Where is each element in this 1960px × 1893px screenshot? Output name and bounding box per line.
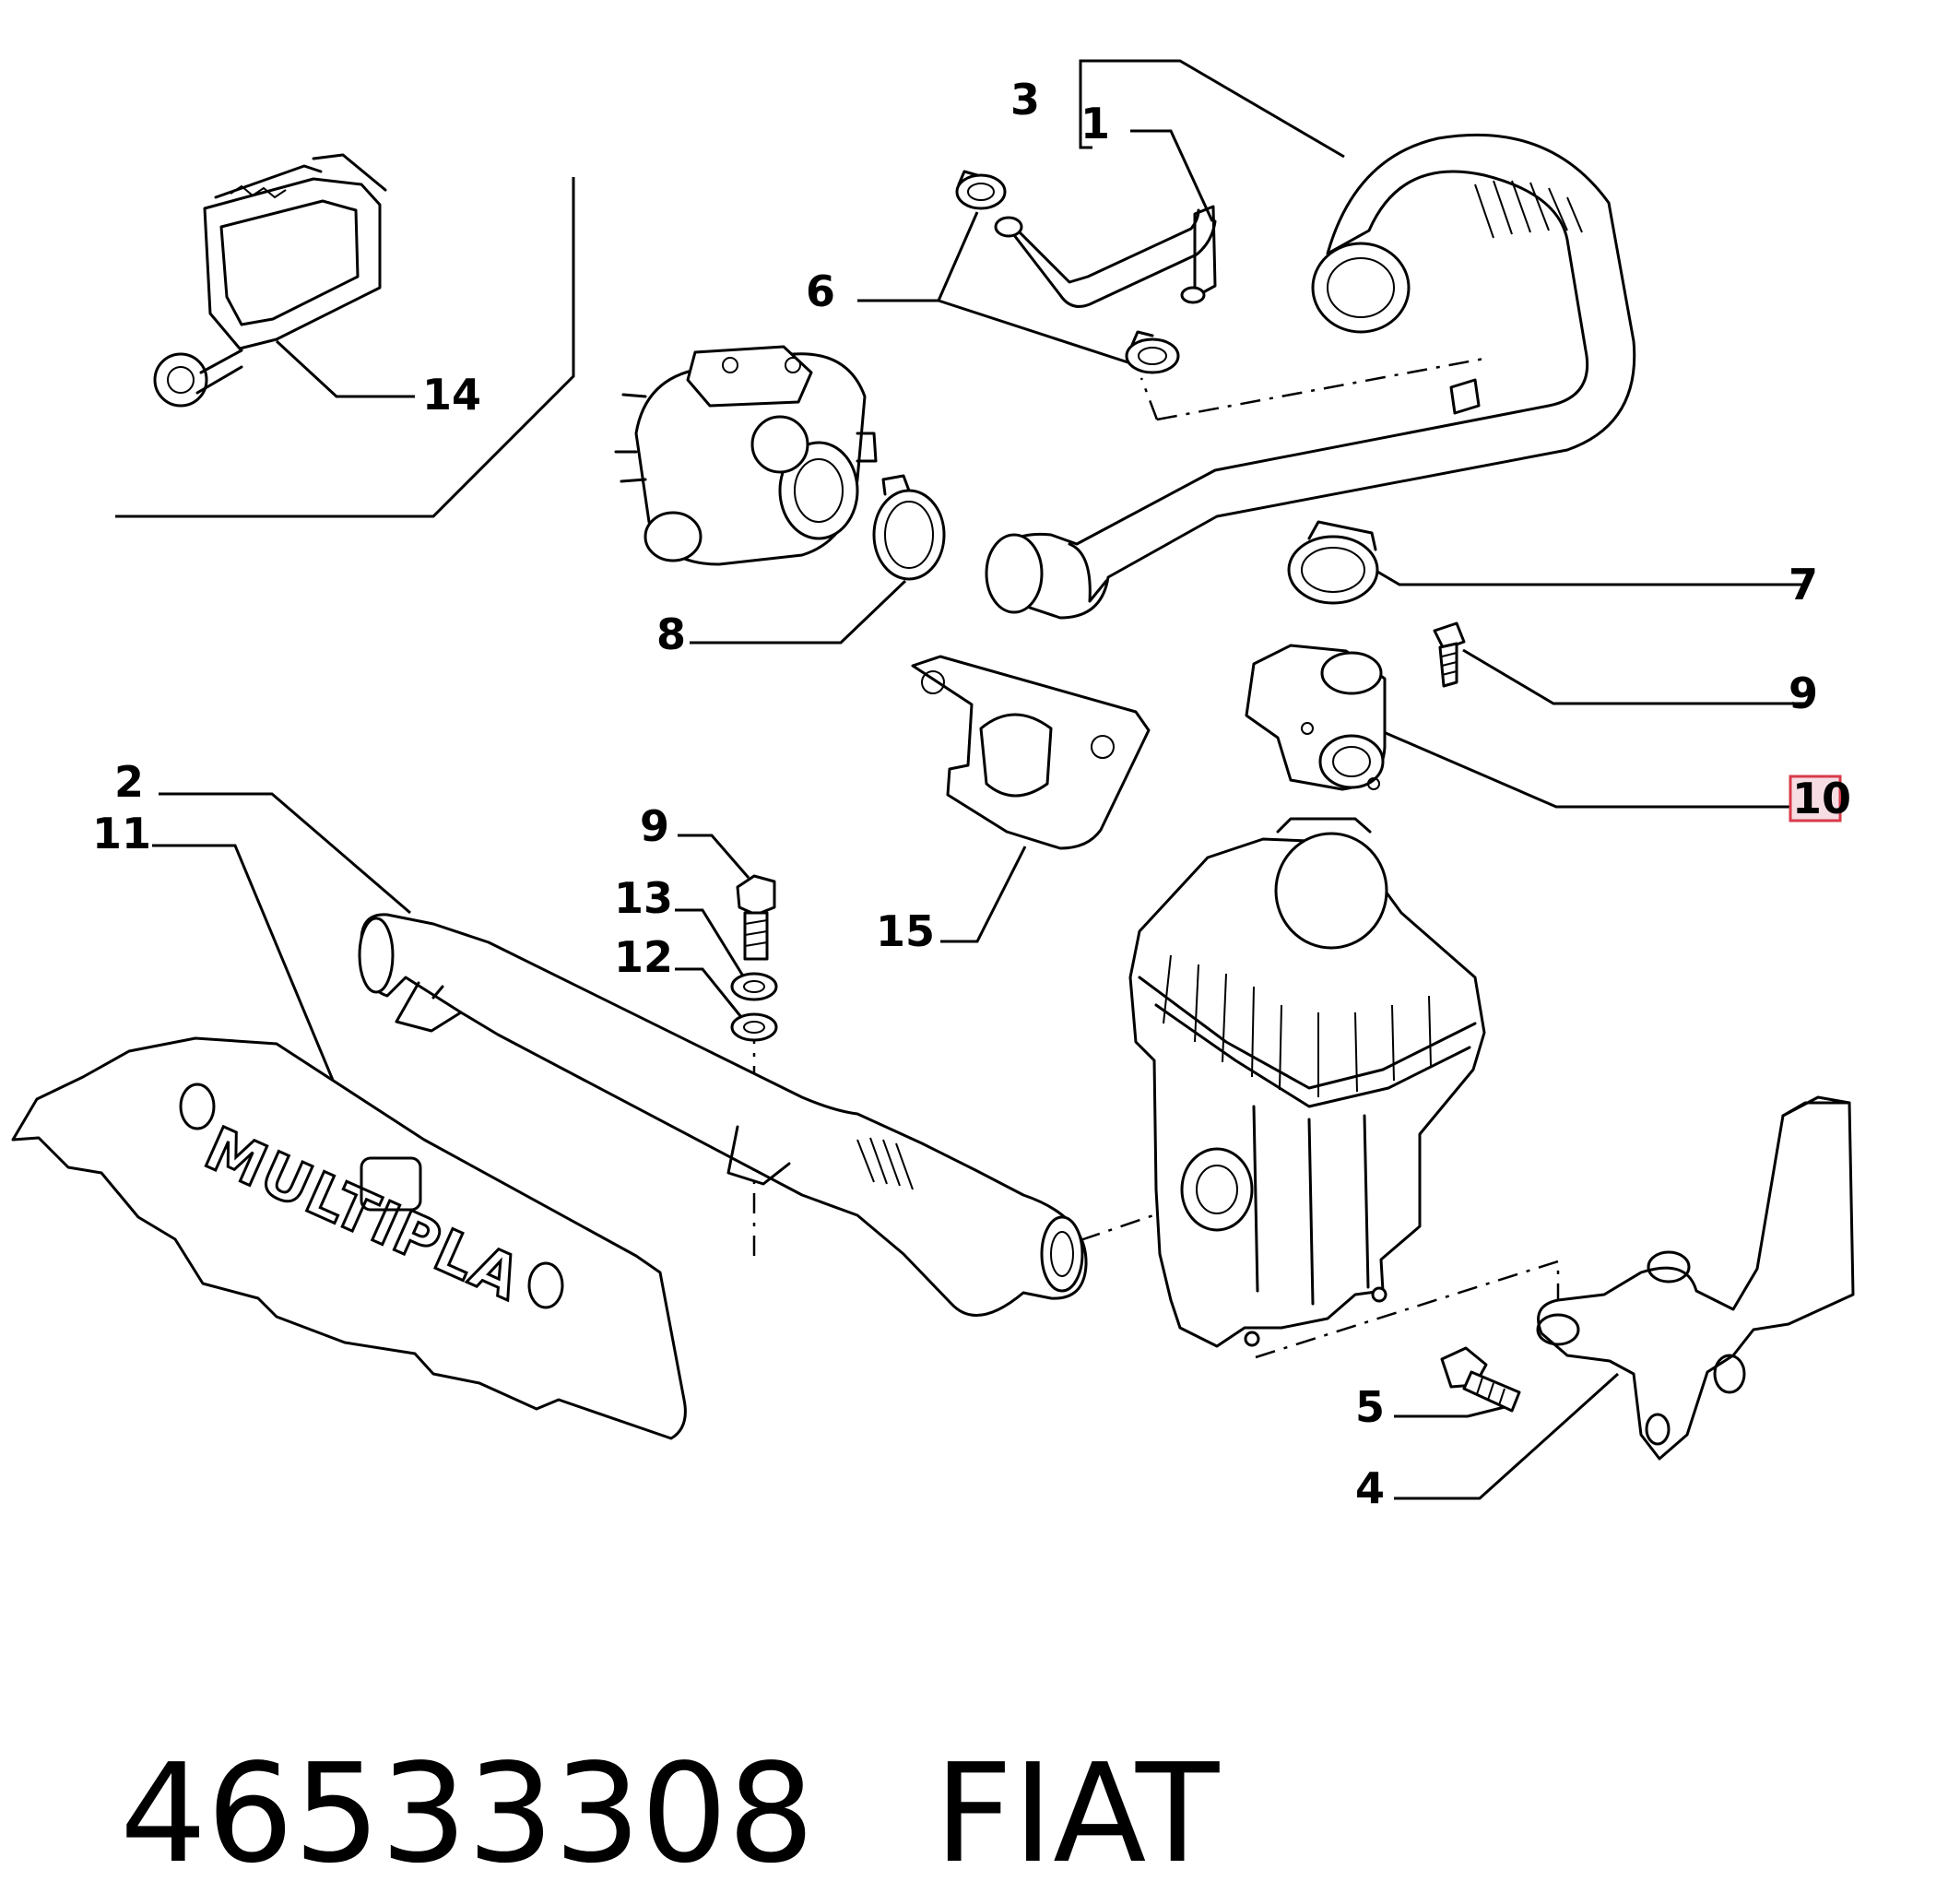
hose-clamp-upper [955, 170, 1007, 210]
callout-13: 12 [614, 932, 673, 982]
brand-name: FIAT [934, 1734, 1220, 1893]
callout-labels: 3 1 6 14 8 7 9 10 2 11 9 13 12 15 5 4 [92, 75, 1851, 1513]
hose-clamp-part-7 [1287, 520, 1379, 605]
callout-6: 6 [806, 266, 835, 316]
callout-5: 5 [1355, 1382, 1385, 1432]
callout-4: 4 [1355, 1463, 1385, 1513]
leader-10 [1364, 722, 1796, 809]
leader-6 [857, 211, 1149, 371]
hose-clamp-lower [1125, 330, 1180, 374]
small-hose-part-1 [994, 205, 1217, 308]
bolt-part-9-right [1433, 621, 1466, 688]
leader-14 [675, 908, 749, 983]
callout-10-highlight [1789, 775, 1842, 822]
callout-1: 1 [1080, 99, 1110, 148]
leader-lines [115, 59, 1807, 1500]
bracket-3-1 [1079, 59, 1097, 149]
callout-10: 10 [1792, 774, 1851, 823]
leader-9b [678, 834, 750, 879]
bolt-part-9-left [736, 874, 776, 961]
leader-12 [275, 339, 415, 398]
leader-1 [1130, 129, 1214, 222]
callout-8: 8 [656, 609, 686, 659]
callout-2: 2 [114, 757, 144, 807]
leader-2 [159, 792, 411, 915]
leader-3 [1080, 59, 1345, 159]
intake-duct-part-2 [358, 913, 1088, 1317]
parts-diagram: MULTIPLA 3 1 6 14 8 7 9 [11, 59, 1855, 1513]
callout-12: 14 [422, 370, 481, 420]
throttle-body [614, 345, 878, 566]
callout-11: 11 [92, 809, 151, 858]
leader-7 [1345, 551, 1807, 586]
dash-hose-to-fitting-2 [1139, 377, 1159, 420]
main-hose-part-3 [985, 133, 1636, 620]
air-filter-box [1128, 817, 1486, 1348]
corner-divider [115, 177, 575, 518]
callout-15: 15 [876, 906, 935, 956]
intake-adapter-part-10 [1245, 644, 1387, 791]
leader-11 [152, 844, 348, 1112]
leader-9a [1462, 648, 1807, 705]
engine-cover-part-11: MULTIPLA [11, 1036, 687, 1440]
bracket-part-15 [911, 655, 1151, 850]
leader-4 [1394, 1372, 1620, 1500]
callout-7: 7 [1789, 560, 1818, 609]
lockwasher-part-14 [730, 972, 778, 1001]
clamp-part-12 [153, 153, 387, 408]
part-number: 46533308 [120, 1734, 815, 1893]
callout-14: 13 [614, 873, 673, 923]
mounting-bracket-part-4 [1536, 1095, 1855, 1461]
callout-3: 3 [1010, 75, 1040, 124]
bolt-part-5 [1440, 1346, 1521, 1413]
leader-13 [675, 967, 747, 1023]
callout-9-right: 9 [1789, 668, 1818, 718]
callout-9-left: 9 [640, 801, 669, 851]
leader-5 [1394, 1405, 1505, 1418]
hose-clamp-part-8 [872, 474, 946, 581]
dash-hose-to-fitting [1156, 356, 1490, 421]
leader-8 [690, 579, 907, 645]
washer-part-13 [730, 1012, 778, 1042]
leader-15 [940, 846, 1027, 943]
